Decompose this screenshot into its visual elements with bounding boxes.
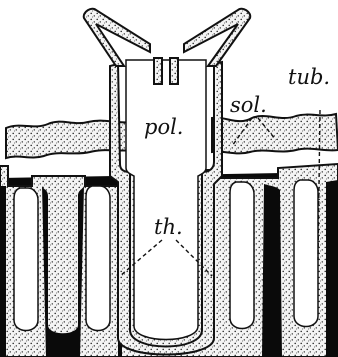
- wall-right: [326, 180, 338, 357]
- label-solenia: sol.: [230, 93, 267, 117]
- tubule-cavity-1: [14, 188, 38, 331]
- label-polyp: pol.: [144, 115, 183, 139]
- polyp-cavity: [126, 60, 206, 340]
- mouth-right: [170, 58, 178, 84]
- tubule-cavity-2: [86, 186, 110, 331]
- tentacle-left: [84, 9, 150, 66]
- tubule-cavity-4: [294, 180, 318, 327]
- mouth-left: [154, 58, 162, 84]
- wall-left: [0, 186, 6, 357]
- wall-c: [262, 184, 282, 357]
- label-theca: th.: [154, 215, 183, 239]
- tubule-cavity-3: [230, 182, 254, 329]
- tentacle-right: [184, 9, 250, 66]
- label-tubule: tub.: [288, 65, 330, 89]
